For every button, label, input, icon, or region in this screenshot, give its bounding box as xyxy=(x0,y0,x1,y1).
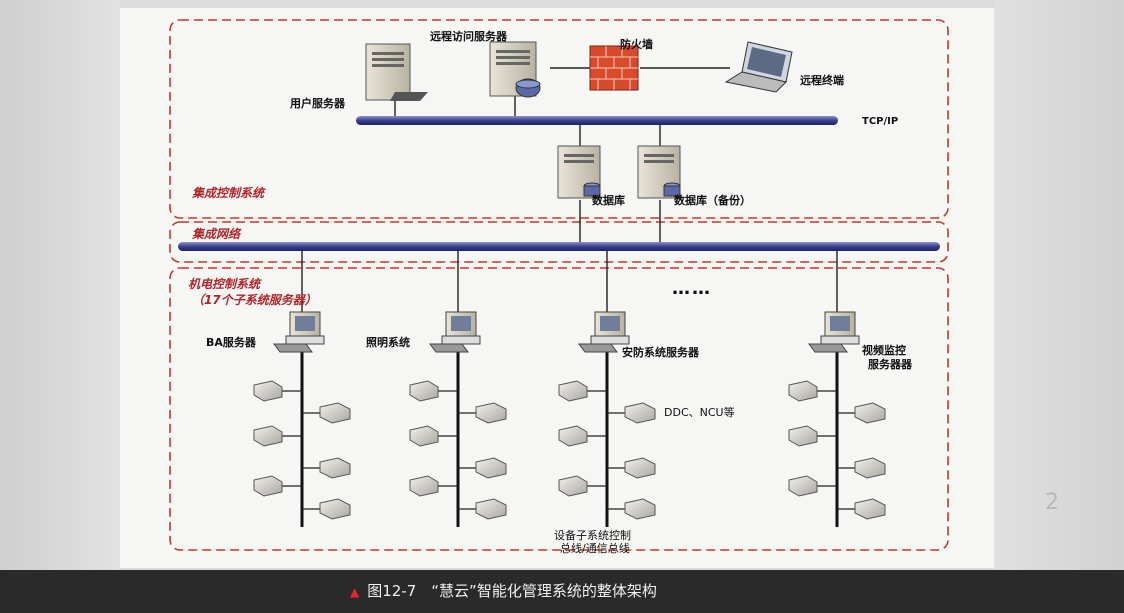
page-background-right xyxy=(994,0,1124,570)
integrated-control-system-label: 集成控制系统 xyxy=(192,186,265,200)
security-device-box-right-1 xyxy=(624,402,656,424)
security-server-label: 安防系统服务器 xyxy=(622,346,699,359)
video-device-box-left-2 xyxy=(788,425,818,447)
firewall-icon xyxy=(589,45,639,91)
subsystem-column-lighting xyxy=(409,251,507,527)
mep-control-frame xyxy=(169,267,949,551)
lighting-workstation-icon xyxy=(429,311,481,353)
tcpip-label: TCP/IP xyxy=(862,116,899,127)
lighting-device-box-right-1 xyxy=(475,402,507,424)
integrated-network-bus xyxy=(178,242,940,251)
mep-control-system-label: 机电控制系统 xyxy=(188,277,261,291)
video-device-box-right-3 xyxy=(854,498,886,520)
video-device-box-left-3 xyxy=(788,475,818,497)
user-server-icon xyxy=(365,43,428,101)
user-server-label: 用户服务器 xyxy=(290,97,345,110)
figure-caption: ▲ 图12-7 “慧云”智能化管理系统的整体架构 xyxy=(350,580,657,601)
tcpip-bus xyxy=(356,116,838,125)
integrated-network-label: 集成网络 xyxy=(192,227,241,241)
security-device-box-right-3 xyxy=(624,498,656,520)
ddc-ncu-label: DDC、NCU等 xyxy=(664,406,735,419)
figure-panel xyxy=(120,8,994,568)
page-background-left xyxy=(0,0,120,570)
lighting-device-box-right-2 xyxy=(475,457,507,479)
ba-server-label: BA服务器 xyxy=(206,336,256,349)
firewall-label: 防火墙 xyxy=(620,38,653,51)
video-server-label-line1: 视频监控 xyxy=(862,344,906,357)
lighting-device-box-left-3 xyxy=(409,475,439,497)
video-device-box-right-2 xyxy=(854,457,886,479)
remote-access-server-icon xyxy=(489,41,541,98)
ba-device-box-right-3 xyxy=(319,498,351,520)
top-connections xyxy=(394,67,730,243)
lighting-device-box-left-2 xyxy=(409,425,439,447)
security-device-box-right-2 xyxy=(624,457,656,479)
triangle-icon: ▲ xyxy=(350,585,360,599)
security-device-box-left-1 xyxy=(558,380,588,402)
database-backup-server-icon xyxy=(637,145,681,199)
lighting-device-box-right-3 xyxy=(475,498,507,520)
remote-terminal-label: 远程终端 xyxy=(800,74,844,87)
security-device-box-left-2 xyxy=(558,425,588,447)
remote-access-server-label: 远程访问服务器 xyxy=(430,30,507,43)
subsystem-column-ba xyxy=(253,251,351,527)
database-server-icon xyxy=(557,145,601,199)
caption-text: 图12-7 “慧云”智能化管理系统的整体架构 xyxy=(367,582,657,600)
video-server-label-line2: 服务器器 xyxy=(868,358,912,371)
lighting-device-box-left-1 xyxy=(409,380,439,402)
subsystem-column-video xyxy=(788,251,886,527)
video-device-box-left-1 xyxy=(788,380,818,402)
ba-device-box-right-1 xyxy=(319,402,351,424)
ba-device-box-left-3 xyxy=(253,475,283,497)
video-workstation-icon xyxy=(808,311,860,353)
bus-label-line1: 设备子系统控制 xyxy=(554,529,631,542)
lighting-system-label: 照明系统 xyxy=(366,336,410,349)
ellipsis-label: …… xyxy=(672,278,712,299)
security-device-box-left-3 xyxy=(558,475,588,497)
subsystem-column-security xyxy=(558,251,656,527)
database-label: 数据库 xyxy=(592,194,625,207)
mep-control-subtitle: （17个子系统服务器） xyxy=(192,293,317,307)
bus-label-line2: 总线/通信总线 xyxy=(560,542,630,555)
ba-device-box-right-2 xyxy=(319,457,351,479)
database-backup-label: 数据库（备份） xyxy=(674,194,751,207)
integrated-control-frame xyxy=(169,19,949,219)
video-device-box-right-1 xyxy=(854,402,886,424)
ba-device-box-left-1 xyxy=(253,380,283,402)
ba-device-box-left-2 xyxy=(253,425,283,447)
caption-bar xyxy=(0,570,1124,613)
background-digit: 2 xyxy=(1045,490,1059,515)
security-workstation-icon xyxy=(578,311,630,353)
ba-workstation-icon xyxy=(273,311,325,353)
subsystem-columns xyxy=(253,251,886,527)
integrated-network-frame xyxy=(169,221,949,263)
remote-terminal-laptop-icon xyxy=(724,41,793,93)
